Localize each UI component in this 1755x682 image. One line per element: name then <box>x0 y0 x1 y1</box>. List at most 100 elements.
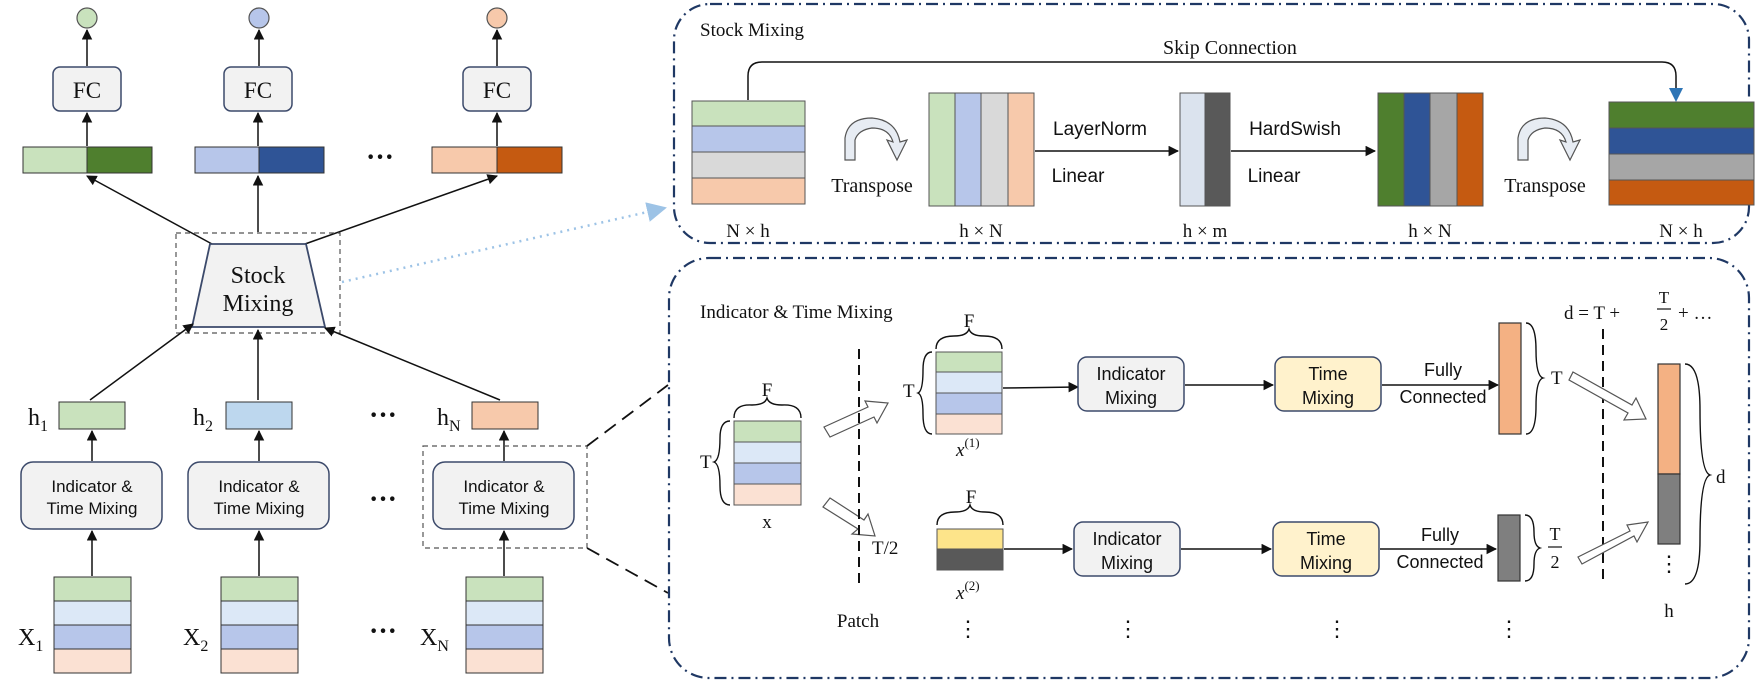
ellipsis-h: ··· <box>369 400 397 431</box>
vdots-fc: ⋮ <box>1498 616 1520 641</box>
ellipsis-top: ··· <box>366 142 394 173</box>
x-sub-N: N <box>437 638 449 655</box>
x1-sup: (1) <box>964 435 979 450</box>
tm2-line2: Mixing <box>1300 553 1352 573</box>
fc-label-1: FC <box>73 78 101 103</box>
hardswish-label: HardSwish <box>1249 119 1341 140</box>
itm-N-line2: Time Mixing <box>459 499 550 518</box>
x2-base: x <box>955 583 965 604</box>
itm-1-line2: Time Mixing <box>47 499 138 518</box>
patch-stack-2 <box>936 528 1004 571</box>
fc-box-1 <box>52 66 122 112</box>
fc1-line2: Connected <box>1399 387 1486 407</box>
im2-line1: Indicator <box>1092 529 1161 549</box>
svg-text:h1: h1 <box>28 405 48 435</box>
fc-output-bar-1 <box>1498 322 1522 435</box>
fc-box-3 <box>462 66 532 112</box>
hollow-arrow-concat-lower <box>1577 521 1650 565</box>
vdots-patch: ⋮ <box>957 616 979 641</box>
linear-label-1: Linear <box>1052 166 1105 187</box>
svg-text:h2: h2 <box>193 405 213 435</box>
F-label-patch1: F <box>964 311 975 332</box>
F-label-patch2: F <box>966 487 977 508</box>
fc-box-2 <box>223 66 293 112</box>
patch-label: Patch <box>837 611 880 632</box>
h-sub-1: 1 <box>40 418 48 435</box>
hidden-vector-1 <box>58 401 126 430</box>
d-eq-frac-num: T <box>1659 288 1670 307</box>
output-node-2 <box>248 7 270 29</box>
itm-2-line1: Indicator & <box>218 477 300 496</box>
hidden-vector-N <box>471 401 539 430</box>
h-sub-N: N <box>449 418 461 435</box>
svg-text:X1: X1 <box>18 625 43 655</box>
input-stack-2 <box>220 576 299 674</box>
transpose-icon-1 <box>844 117 909 162</box>
x1-base: x <box>955 440 965 461</box>
vdots-h: ⋮ <box>1658 551 1680 576</box>
im2-line2: Mixing <box>1101 553 1153 573</box>
h-label-N: h <box>437 405 449 431</box>
stock-final-matrix <box>1608 101 1755 206</box>
svg-text:x(1): x(1) <box>955 435 980 461</box>
fc-label-2: FC <box>244 78 272 103</box>
stock-hidden-matrix <box>1179 92 1231 207</box>
im1-line2: Mixing <box>1105 388 1157 408</box>
h-label-final: h <box>1664 601 1674 622</box>
fc2-line2: Connected <box>1396 552 1483 572</box>
T-label-input: T <box>700 452 712 473</box>
stock-panel-title: Stock Mixing <box>700 20 804 41</box>
itm-1-line1: Indicator & <box>51 477 133 496</box>
x-label-input: x <box>762 512 772 533</box>
dim-label-1: N × h <box>726 221 770 242</box>
svg-text:X2: X2 <box>183 625 208 655</box>
stock-mixing-line1: Stock <box>231 263 286 289</box>
im1-line1: Indicator <box>1096 364 1165 384</box>
fc2-line1: Fully <box>1421 525 1459 545</box>
dim-label-5: N × h <box>1659 221 1703 242</box>
time-mixing-box-2 <box>1272 521 1380 577</box>
T-frac-den-fc2: 2 <box>1551 552 1560 572</box>
svg-text:x(2): x(2) <box>955 578 980 604</box>
svg-text:XN: XN <box>420 625 449 655</box>
time-mixing-box-1 <box>1274 356 1382 412</box>
x-sub-2: 2 <box>200 638 208 655</box>
input-stack-1 <box>53 576 132 674</box>
hollow-arrow-upper <box>823 400 889 438</box>
T-label-fc1: T <box>1551 368 1563 389</box>
transpose-label-1: Transpose <box>831 175 913 197</box>
h-label-1: h <box>28 405 40 431</box>
indicator-mixing-box-2 <box>1073 521 1181 577</box>
d-equation-head: d = T + <box>1564 303 1620 324</box>
itm-box-2 <box>187 461 330 530</box>
ellipsis-itm: ··· <box>369 484 397 515</box>
zoom-line-upper <box>586 384 669 447</box>
tm1-line2: Mixing <box>1302 388 1354 408</box>
itm-box-1 <box>20 461 163 530</box>
skip-connection-path <box>747 61 1677 100</box>
transpose-icon-2 <box>1517 117 1582 162</box>
skip-connection-label: Skip Connection <box>1163 37 1297 59</box>
x-label-2: X <box>183 625 200 651</box>
stock-input-matrix <box>691 100 806 205</box>
final-h-vector <box>1657 363 1681 545</box>
svg-text:hN: hN <box>437 405 461 435</box>
T-frac-num-fc2: T <box>1550 524 1561 544</box>
tm2-line1: Time <box>1306 529 1345 549</box>
stock-mixing-line2: Mixing <box>223 291 294 317</box>
itm-highlight <box>422 445 588 549</box>
hollow-arrow-lower <box>822 497 876 537</box>
itm-panel <box>667 256 1751 680</box>
hidden-vector-2 <box>225 401 293 430</box>
itm-input-stack <box>733 420 802 506</box>
d-eq-frac-den: 2 <box>1660 315 1669 334</box>
patch-stack-1 <box>935 351 1003 435</box>
dim-label-2: h × N <box>959 221 1003 242</box>
tm1-line1: Time <box>1308 364 1347 384</box>
x-label-N: X <box>420 625 437 651</box>
input-stack-N <box>465 576 544 674</box>
dim-label-3: h × m <box>1183 221 1228 242</box>
vdots-time: ⋮ <box>1326 616 1348 641</box>
fc-label-3: FC <box>483 78 511 103</box>
